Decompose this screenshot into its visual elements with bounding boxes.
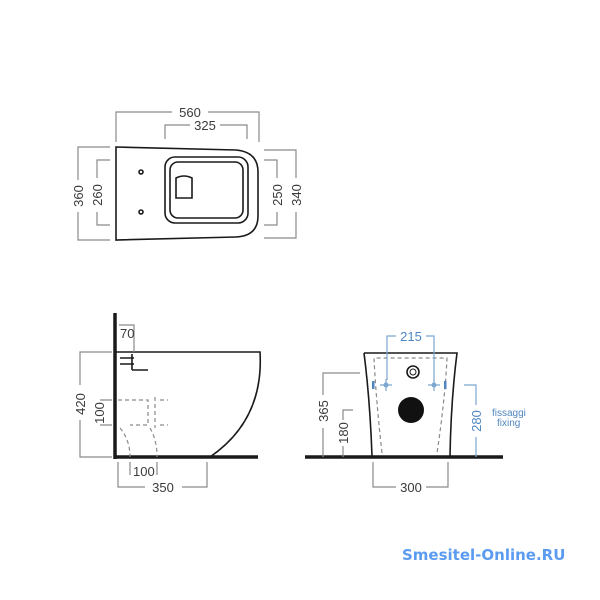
dim-560: 560	[179, 105, 201, 120]
dim-180: 180	[336, 422, 351, 444]
dim-250: 250	[270, 184, 285, 206]
fixing-crosses	[380, 379, 440, 391]
fixing-label-en: fixing	[497, 418, 520, 429]
fixing-anchor-right	[444, 381, 447, 389]
watermark: Smesitel-Online.RU	[402, 546, 566, 564]
bowl-outline-front	[363, 352, 458, 457]
dim-300: 300	[400, 480, 422, 495]
fixing-label-it: fissaggi	[492, 408, 526, 419]
mount-hole	[138, 169, 144, 175]
bowl-outline-side	[115, 351, 262, 458]
side-view: 70 420 100 100 350	[73, 313, 262, 495]
dim-365: 365	[316, 400, 331, 422]
dim-360: 360	[71, 185, 86, 207]
drain-circle	[398, 397, 424, 423]
mount-hole	[138, 209, 144, 215]
dim-70: 70	[120, 326, 134, 341]
dim-100-horizontal: 100	[133, 464, 155, 479]
fixing-anchor-left	[372, 381, 375, 389]
seat-outer	[164, 156, 249, 224]
dim-325: 325	[194, 118, 216, 133]
dim-280: 280	[469, 410, 484, 432]
dim-215: 215	[400, 329, 422, 344]
dim-350: 350	[152, 480, 174, 495]
bowl-outline-top	[115, 146, 259, 241]
top-view: 560 325 360 260 250 340	[71, 105, 304, 241]
dim-340: 340	[289, 184, 304, 206]
seat-inner	[169, 161, 244, 219]
front-view: 215 365 180 280 fissaggi fixing 300	[305, 329, 526, 495]
flush-opening	[175, 175, 193, 199]
dim-420: 420	[73, 393, 88, 415]
dim-100-vertical: 100	[92, 402, 107, 424]
inlet-ring	[406, 365, 420, 379]
dim-260: 260	[90, 184, 105, 206]
